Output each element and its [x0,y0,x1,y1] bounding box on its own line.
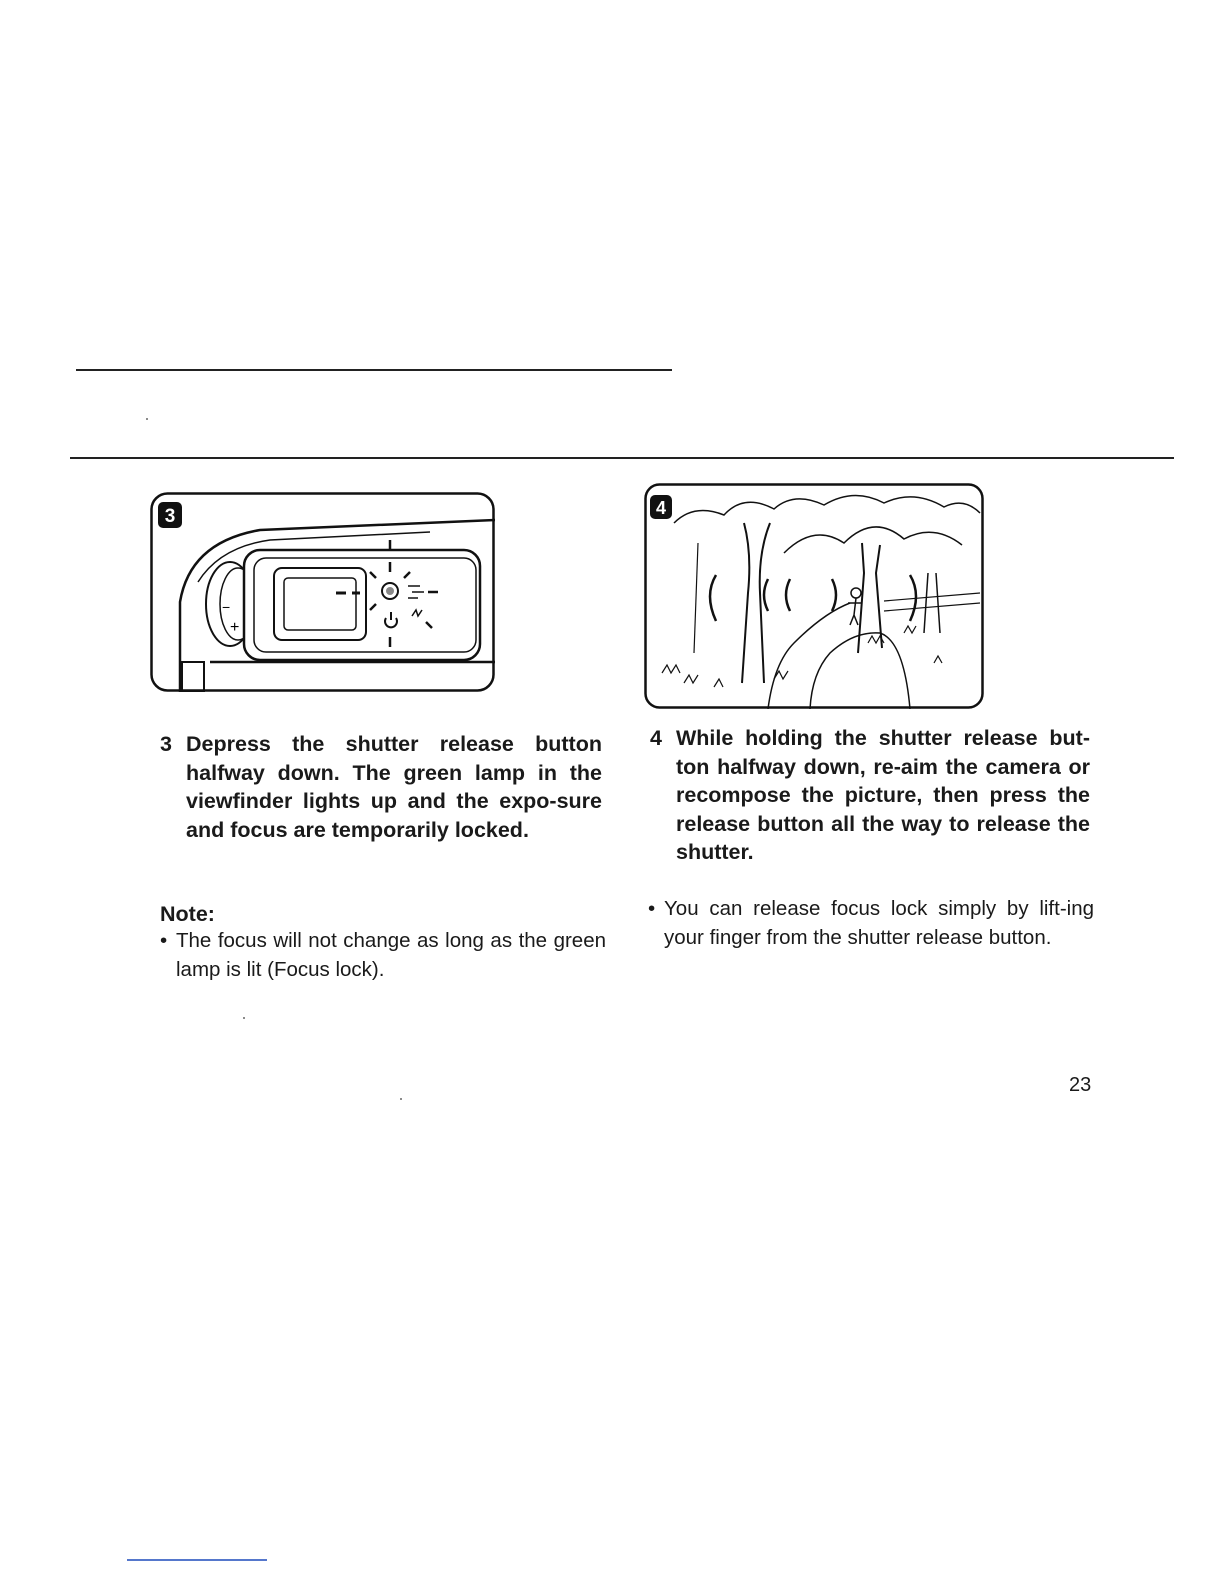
tip-text: You can release focus lock simply by lif… [664,897,1094,949]
step-4-number: 4 [650,726,662,750]
note-text: The focus will not change as long as the… [176,929,606,981]
scan-speck [400,1098,402,1100]
figure-4-forest-scene-illustration: 4 [644,483,984,709]
bullet-glyph: • [160,929,168,952]
step-3-text: Depress the shutter release button halfw… [186,732,602,842]
note-bullet: • The focus will not change as long as t… [160,926,606,984]
step-3-number: 3 [160,732,172,756]
note-title: Note: [160,902,215,926]
step-3-instruction: 3 Depress the shutter release button hal… [160,730,602,844]
tip-bullet: • You can release focus lock simply by l… [648,894,1094,952]
svg-text:+: + [230,619,239,636]
bottom-rule [127,1559,267,1561]
bullet-glyph: • [648,897,656,920]
top-rule [76,369,672,371]
figure-3-badge: 3 [165,506,176,527]
header-rule [70,457,1174,459]
step-4-text: While holding the shutter release but-to… [676,726,1090,864]
scan-speck [146,418,148,420]
page-number: 23 [1069,1074,1092,1096]
step-4-instruction: 4 While holding the shutter release but-… [650,724,1090,867]
scan-speck [243,1017,245,1019]
figure-3-viewfinder-illustration: − + 3 [150,492,495,692]
svg-text:−: − [222,599,230,615]
figure-4-badge: 4 [656,498,666,518]
